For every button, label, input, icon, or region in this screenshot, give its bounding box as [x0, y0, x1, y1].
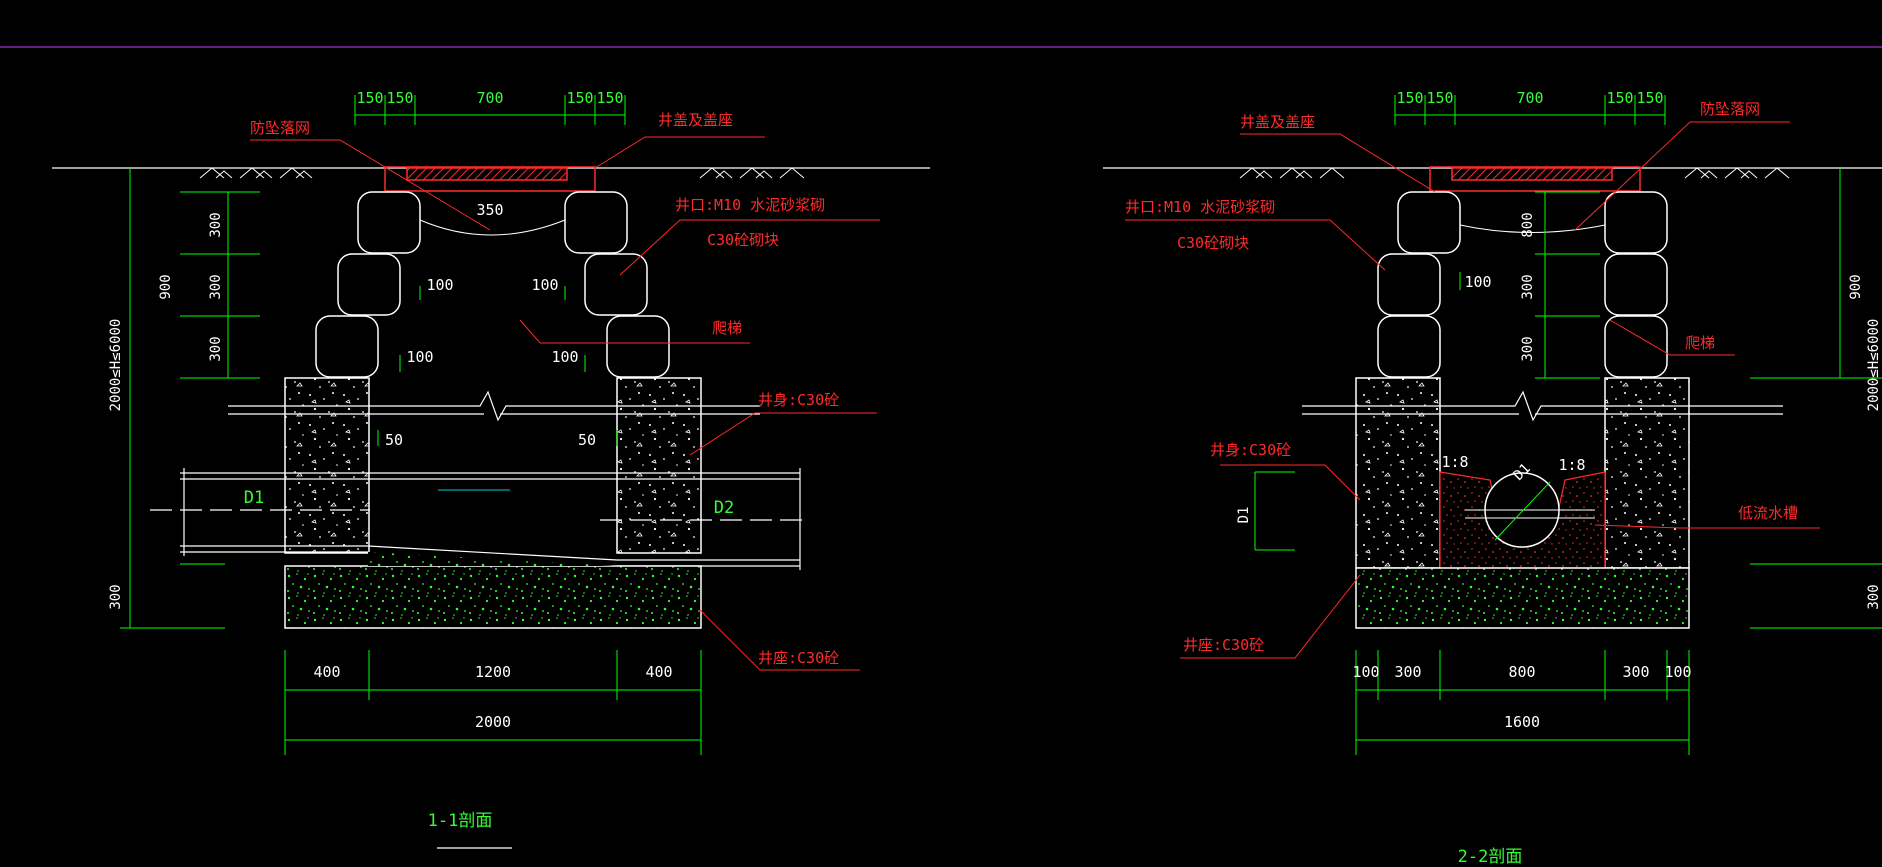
section-title-2: 2-2剖面 [1458, 847, 1523, 867]
top-dim-2-2: 150 [1426, 89, 1453, 107]
left-wall [284, 377, 370, 554]
label-block-2: C30砼砌块 [1177, 234, 1249, 252]
top-dim-2-4: 150 [1606, 89, 1633, 107]
bottom-dim-400-b: 400 [645, 663, 672, 681]
top-dim-2-3: 700 [1516, 89, 1543, 107]
label-cover-2: 井盖及盖座 [1240, 113, 1315, 131]
bottom-dim-2-100a: 100 [1352, 663, 1379, 681]
label-fall-net-2: 防坠落网 [1700, 100, 1760, 118]
well-base-2 [1355, 567, 1690, 629]
section-title-1: 1-1剖面 [428, 811, 493, 831]
dim-100-d: 100 [551, 348, 578, 366]
annotation-leaders [250, 136, 880, 671]
top-dim-2-5: 150 [1636, 89, 1663, 107]
dimension-lines-2 [1254, 95, 1882, 755]
well-cover [406, 167, 568, 181]
top-dim-3: 700 [476, 89, 503, 107]
dim-350: 350 [476, 201, 503, 219]
right-wall-2 [1604, 377, 1690, 569]
dim-100-c: 100 [406, 348, 433, 366]
label-base: 井座:C30砼 [758, 649, 839, 667]
dim-100-b: 100 [531, 276, 558, 294]
top-dim-2: 150 [386, 89, 413, 107]
ground-hatch-2 [1239, 167, 1790, 179]
dim-50-b: 50 [578, 431, 596, 449]
left-dim-d1: D1 [1236, 507, 1252, 524]
left-dim-300-c: 300 [208, 336, 224, 361]
label-base-2: 井座:C30砼 [1183, 636, 1264, 654]
label-body: 井身:C30砼 [758, 391, 839, 409]
right-dim-900: 900 [1848, 274, 1864, 299]
dim-300-vertical-a: 300 [1520, 274, 1536, 299]
label-ladder-2: 爬梯 [1685, 334, 1715, 352]
annotation-leaders-2 [1125, 121, 1820, 659]
cover-seat [384, 166, 596, 192]
left-dim-300-a: 300 [208, 212, 224, 237]
label-body-2: 井身:C30砼 [1210, 441, 1291, 459]
bottom-dim-2-300a: 300 [1394, 663, 1421, 681]
fall-net [419, 219, 566, 236]
pipe-label-d2: D2 [714, 498, 734, 518]
label-block: C30砼砌块 [707, 231, 779, 249]
bottom-dim-400-a: 400 [313, 663, 340, 681]
slope-right: 1:8 [1558, 456, 1585, 474]
left-dim-300-b: 300 [208, 274, 224, 299]
block-masonry-2 [1377, 191, 1668, 378]
ground-hatch [199, 167, 805, 179]
top-dim-1: 150 [356, 89, 383, 107]
fall-net-2 [1459, 224, 1606, 233]
top-dim-4: 150 [566, 89, 593, 107]
left-wall-2 [1355, 377, 1441, 569]
pipe-lines [150, 468, 810, 570]
bottom-dim-1200: 1200 [475, 663, 511, 681]
label-cover: 井盖及盖座 [658, 111, 733, 129]
section-1-1: 150 150 700 150 150 350 100 100 100 100 … [52, 89, 930, 849]
label-mouth: 井口:M10 水泥砂浆砌 [675, 196, 825, 214]
pipe-label-d1: D1 [244, 488, 264, 508]
break-line [228, 390, 760, 422]
dimension-lines [120, 95, 702, 755]
bottom-dim-2000: 2000 [475, 713, 511, 731]
dim-100-a: 100 [426, 276, 453, 294]
well-base [284, 565, 702, 629]
bottom-dim-2-1600: 1600 [1504, 713, 1540, 731]
left-dim-900: 900 [158, 274, 174, 299]
top-dim-5: 150 [596, 89, 623, 107]
label-flow-channel: 低流水槽 [1738, 504, 1798, 522]
dim-50-a: 50 [385, 431, 403, 449]
label-mouth-2: 井口:M10 水泥砂浆砌 [1125, 198, 1275, 216]
label-ladder: 爬梯 [712, 319, 742, 337]
left-dim-300-base: 300 [108, 584, 124, 609]
dim-100-2: 100 [1464, 273, 1491, 291]
cover-seat-2 [1429, 166, 1641, 192]
dim-300-vertical-b: 300 [1520, 336, 1536, 361]
right-dim-height: 2000≤H≤6000 [1866, 319, 1882, 412]
dim-800-vertical: 800 [1520, 212, 1536, 237]
right-dim-300: 300 [1866, 584, 1882, 609]
block-masonry [315, 191, 670, 378]
top-dim-2-1: 150 [1396, 89, 1423, 107]
bottom-dim-2-800: 800 [1508, 663, 1535, 681]
right-wall [616, 377, 702, 554]
bottom-dim-2-300b: 300 [1622, 663, 1649, 681]
slope-left: 1:8 [1441, 453, 1468, 471]
label-fall-net: 防坠落网 [250, 119, 310, 137]
well-cover-2 [1451, 167, 1613, 181]
break-line-2 [1302, 390, 1783, 422]
left-dim-height: 2000≤H≤6000 [108, 319, 124, 412]
section-2-2: 150 150 700 150 150 800 300 300 100 1:8 … [1103, 89, 1882, 867]
bottom-dim-2-100b: 100 [1664, 663, 1691, 681]
